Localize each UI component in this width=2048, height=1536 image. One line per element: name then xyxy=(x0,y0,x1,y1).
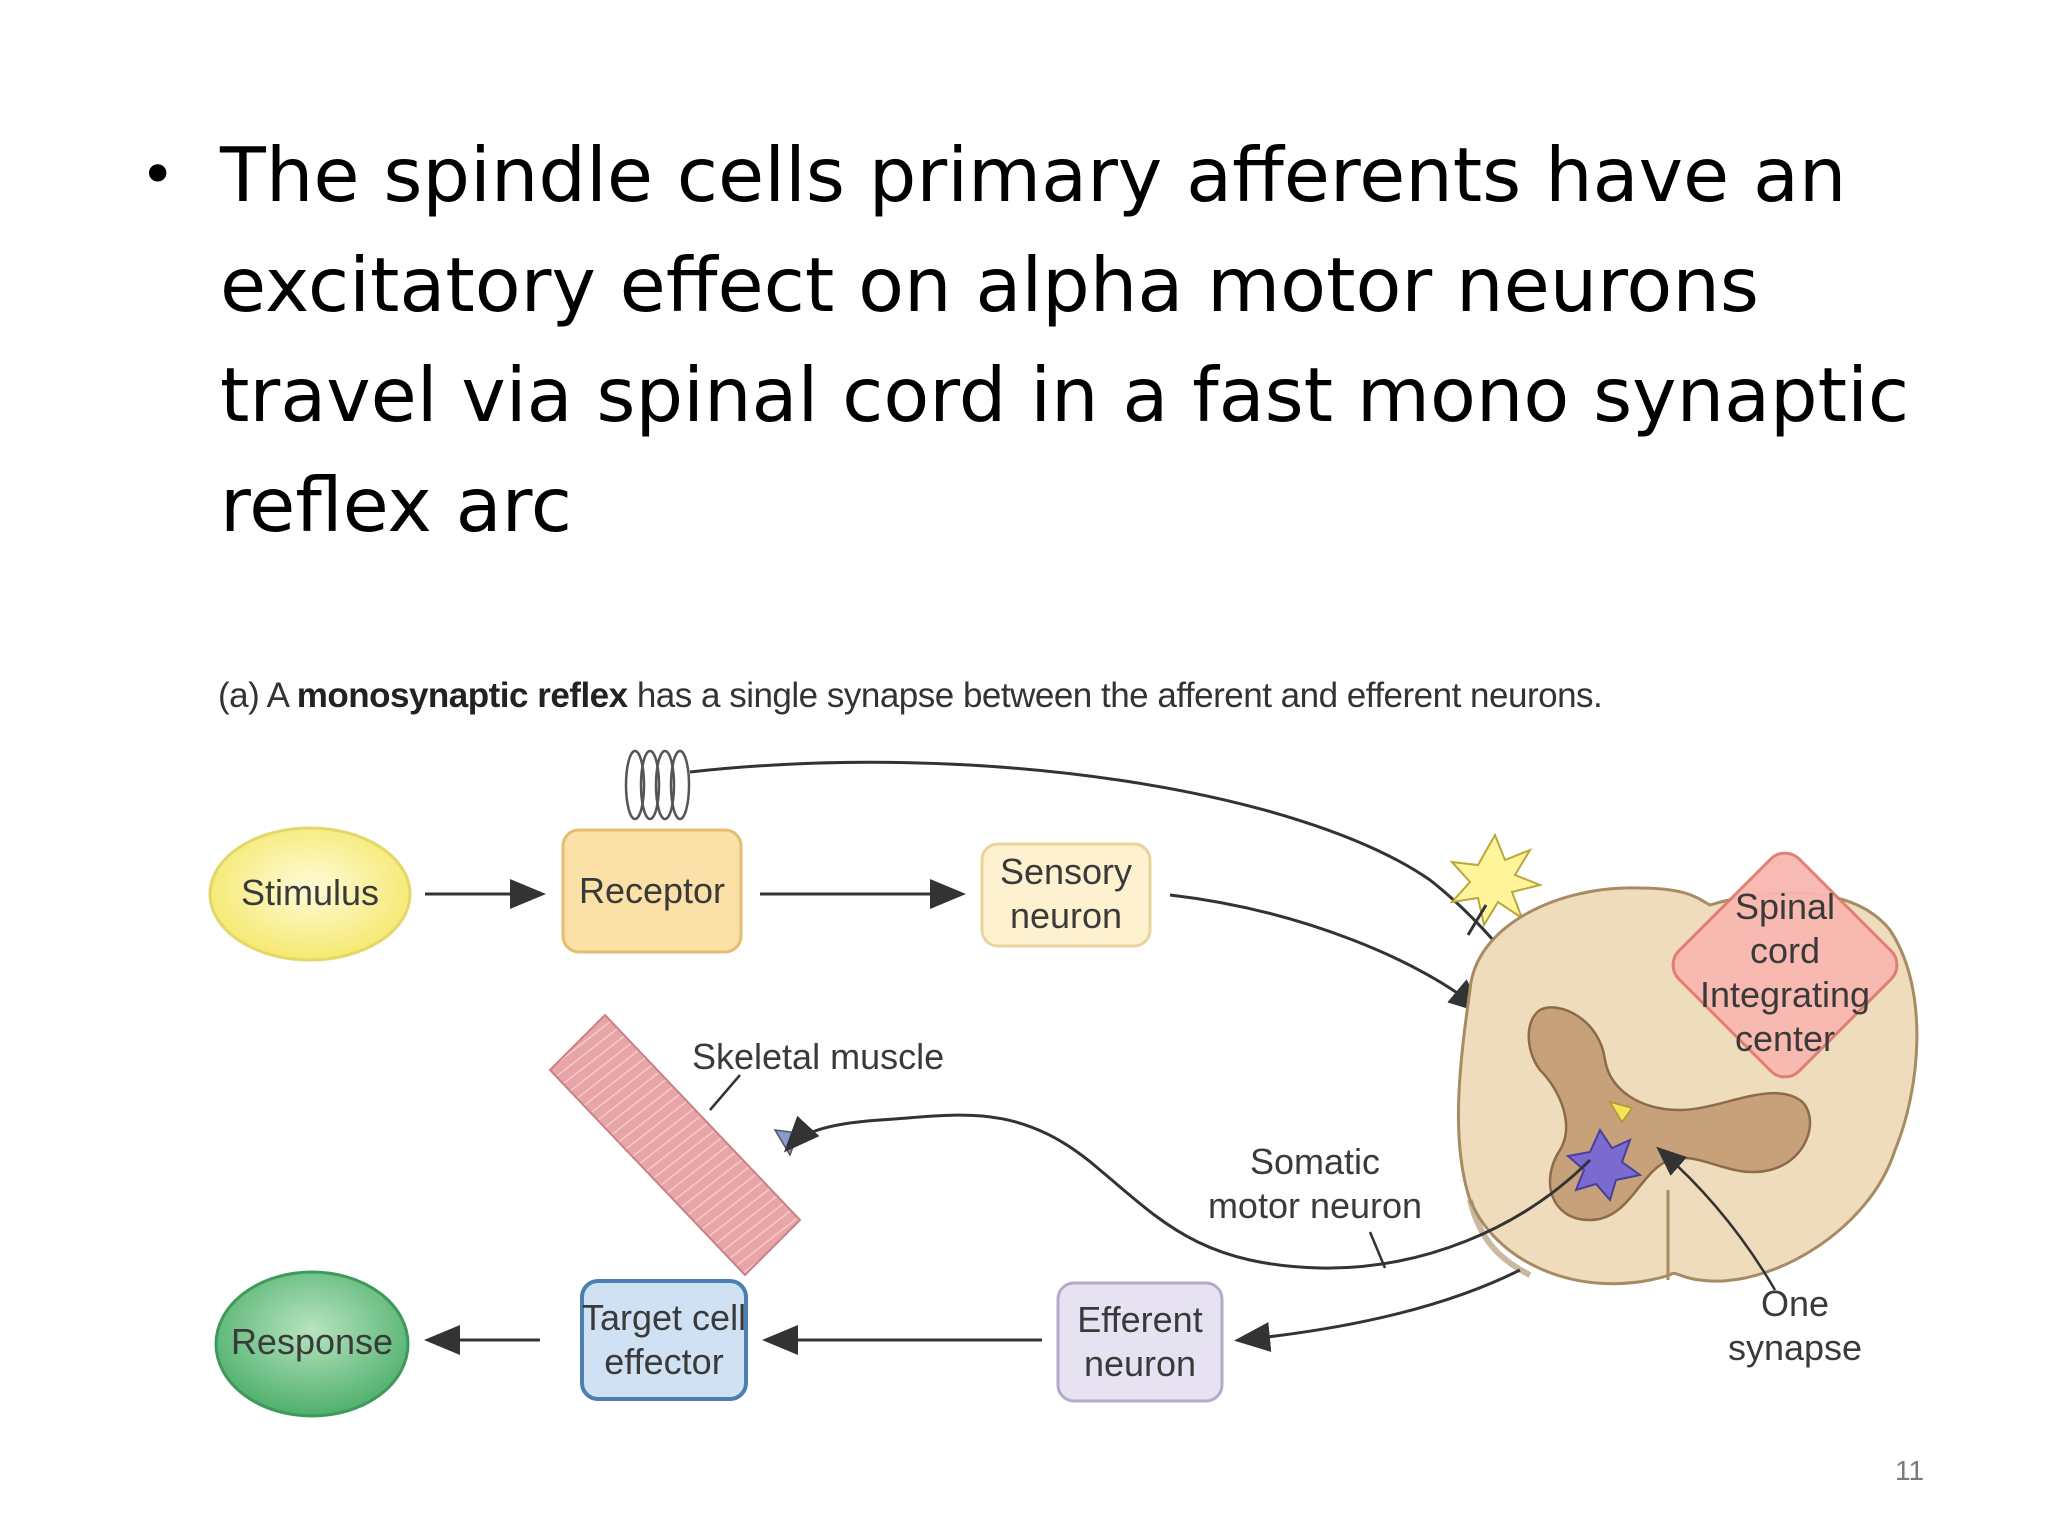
efferent-neuron-label-line-1: Efferent xyxy=(1077,1299,1203,1340)
somatic-motor-neuron-label-line-1: Somatic xyxy=(1249,1141,1381,1182)
page-number: 11 xyxy=(1895,1455,1925,1486)
efferent-neuron-label: Efferent neuron xyxy=(1058,1298,1222,1386)
stimulus-node xyxy=(208,826,412,962)
integrating-center-label: Spinal cord Integrating center xyxy=(1690,885,1880,1061)
star-burst-icon xyxy=(1449,832,1544,936)
integrating-center-node xyxy=(1671,851,1899,1079)
efferent-neuron-node xyxy=(1056,1281,1224,1403)
target-cell-label-line-1: Target cell xyxy=(582,1297,747,1338)
figure-caption: (a) A monosynaptic reflex has a single s… xyxy=(218,676,1603,716)
synapse-terminal xyxy=(1608,1100,1634,1124)
somatic-motor-neuron-label-line-2: motor neuron xyxy=(1207,1185,1423,1226)
sensory-neuron-label-line-2: neuron xyxy=(1009,895,1123,936)
integrating-center-label-line-2: cord xyxy=(1749,930,1821,971)
caption-prefix: (a) A xyxy=(218,676,288,715)
bullet-line-3: travel via spinal cord in a fast mono sy… xyxy=(220,351,1910,439)
bullet-line-1: The spindle cells primary afferents have… xyxy=(220,131,1847,219)
bullet-text: The spindle cells primary afferents have… xyxy=(220,120,1909,560)
somatic-motor-neuron-label: Somatic motor neuron xyxy=(1200,1140,1430,1228)
bullet-marker: • xyxy=(140,140,176,210)
integrating-center-label-line-1: Spinal xyxy=(1734,886,1836,927)
arrow-spinal-efferent xyxy=(1234,1268,1521,1352)
bullet-line-4: reflex arc xyxy=(220,461,573,549)
caption-bold: monosynaptic reflex xyxy=(296,676,628,715)
one-synapse-pointer xyxy=(1656,1146,1777,1291)
arrow-sensory-spinal xyxy=(1169,893,1485,1014)
response-node xyxy=(214,1270,410,1418)
efferent-neuron-label-line-2: neuron xyxy=(1083,1343,1197,1384)
receptor-label: Receptor xyxy=(578,870,726,911)
muscle-label-pointer xyxy=(709,1074,741,1111)
integrating-center-label-line-4: center xyxy=(1734,1018,1836,1059)
target-cell-label-line-2: effector xyxy=(604,1341,724,1382)
somatic-label-pointer xyxy=(1368,1231,1387,1269)
one-synapse-label: One synapse xyxy=(1720,1282,1870,1370)
sensory-neuron-label: Sensory neuron xyxy=(982,850,1150,938)
target-cell-label: Target cell effector xyxy=(582,1296,746,1384)
one-synapse-label-line-1: One xyxy=(1760,1283,1830,1324)
receptor-node xyxy=(561,828,743,954)
one-synapse-label-line-2: synapse xyxy=(1727,1327,1863,1368)
caption-rest: has a single synapse between the afferen… xyxy=(636,676,1603,715)
integrating-center-label-line-3: Integrating xyxy=(1699,974,1871,1015)
motor-neuron-soma xyxy=(1565,1127,1643,1203)
response-label: Response xyxy=(230,1321,394,1362)
receptor-coil-icon xyxy=(624,749,691,821)
sensory-neuron-node xyxy=(980,842,1152,948)
sensory-neuron-label-line-1: Sensory xyxy=(999,851,1133,892)
somatic-motor-path xyxy=(783,1113,1592,1270)
stimulus-label: Stimulus xyxy=(240,872,380,913)
skeletal-muscle-label: Skeletal muscle xyxy=(692,1036,945,1077)
bullet-line-2: excitatory effect on alpha motor neurons xyxy=(220,241,1759,329)
target-cell-node xyxy=(580,1279,748,1401)
